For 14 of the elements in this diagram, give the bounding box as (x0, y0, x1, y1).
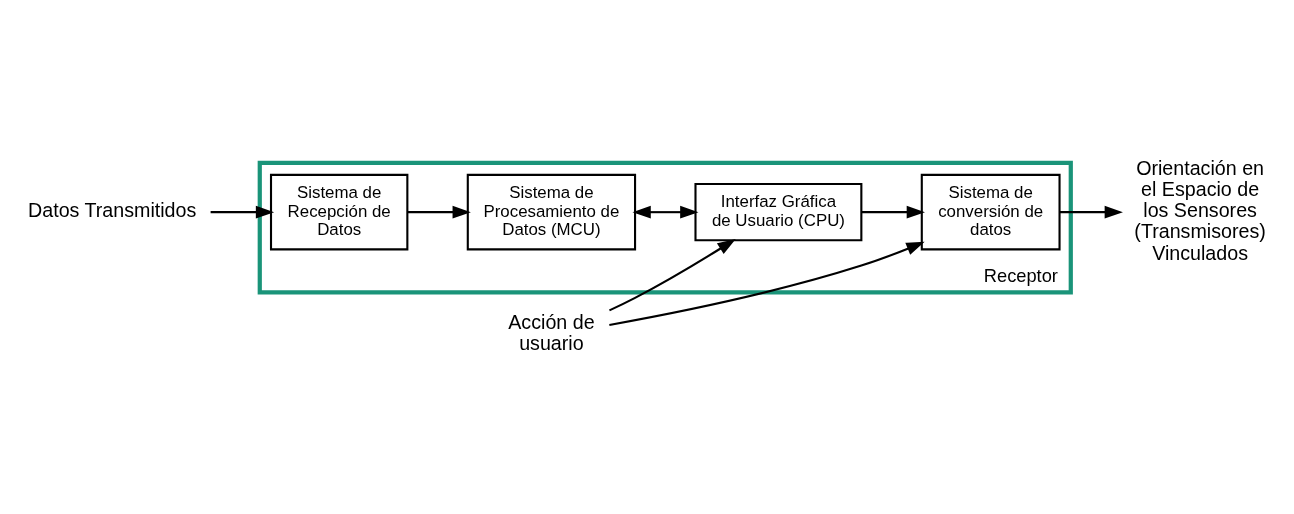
node-text: Acción de usuario (508, 310, 595, 354)
node-box: Sistema de conversión de datos (920, 173, 1061, 250)
arrow (861, 205, 925, 219)
arrow (609, 238, 736, 311)
node-text: Datos Transmitidos (28, 198, 197, 221)
node-box: Sistema de Procesamiento de Datos (MCU) (466, 173, 637, 250)
arrow (1059, 205, 1123, 219)
arrow (210, 205, 275, 219)
arrow (632, 205, 699, 219)
node-text: Orientación en el Espacio de los Sensores (Transmisores) Vinculados (1134, 156, 1266, 264)
node-box: Sistema de Recepción de Datos (269, 173, 409, 250)
arrow (407, 205, 471, 219)
arrow (609, 241, 925, 326)
node-box: Interfaz Gráfica de Usuario (CPU) (694, 182, 863, 241)
